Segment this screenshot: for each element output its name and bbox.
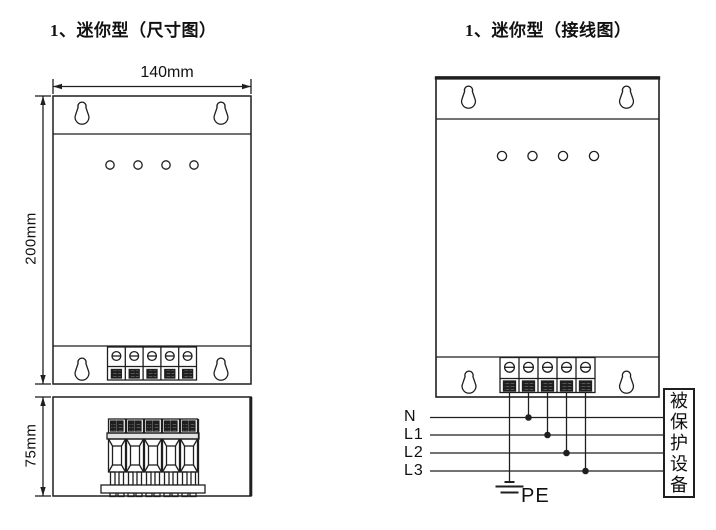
mounting-keyhole bbox=[74, 101, 90, 125]
width-dimension-label: 140mm bbox=[140, 64, 194, 81]
depth-dimension-arrow bbox=[35, 396, 51, 497]
terminal-block bbox=[106, 346, 198, 381]
mounting-keyhole bbox=[618, 85, 635, 109]
left-panel-title: 1、迷你型（尺寸图） bbox=[50, 21, 217, 40]
right-panel-title: 1、迷你型（接线图） bbox=[465, 21, 632, 40]
ground-label: PE bbox=[521, 485, 550, 507]
led-indicators bbox=[105, 160, 199, 170]
protected-device-box bbox=[663, 388, 695, 498]
height-dimension-label: 200mm bbox=[22, 212, 40, 265]
front-view-enclosure bbox=[52, 95, 252, 385]
width-dimension-arrow bbox=[52, 79, 252, 94]
wire-label-n: N bbox=[404, 408, 417, 425]
height-dimension-arrow bbox=[35, 95, 51, 385]
wire-label-l3: L3 bbox=[404, 462, 424, 479]
mounting-keyhole bbox=[213, 101, 229, 125]
mounting-keyhole bbox=[618, 370, 635, 394]
led-indicators bbox=[496, 150, 600, 162]
mounting-keyhole bbox=[461, 370, 477, 394]
mounting-keyhole bbox=[213, 357, 229, 381]
dimension-view-drawing bbox=[35, 79, 253, 498]
bottom-view-enclosure bbox=[52, 396, 253, 498]
wiring-enclosure bbox=[434, 76, 661, 398]
protected-device-label: 被保护设备 bbox=[670, 391, 688, 495]
wire-label-l1: L1 bbox=[404, 426, 424, 443]
mounting-keyhole bbox=[74, 357, 90, 381]
wire-label-l2: L2 bbox=[404, 444, 424, 461]
terminal-wires bbox=[508, 392, 589, 482]
wiring-view-drawing bbox=[430, 76, 695, 498]
depth-dimension-label: 75mm bbox=[22, 423, 40, 468]
spd-module-assembly bbox=[100, 418, 206, 498]
mounting-keyhole bbox=[460, 85, 477, 109]
earth-ground-icon bbox=[495, 481, 524, 494]
terminal-block bbox=[499, 356, 596, 394]
